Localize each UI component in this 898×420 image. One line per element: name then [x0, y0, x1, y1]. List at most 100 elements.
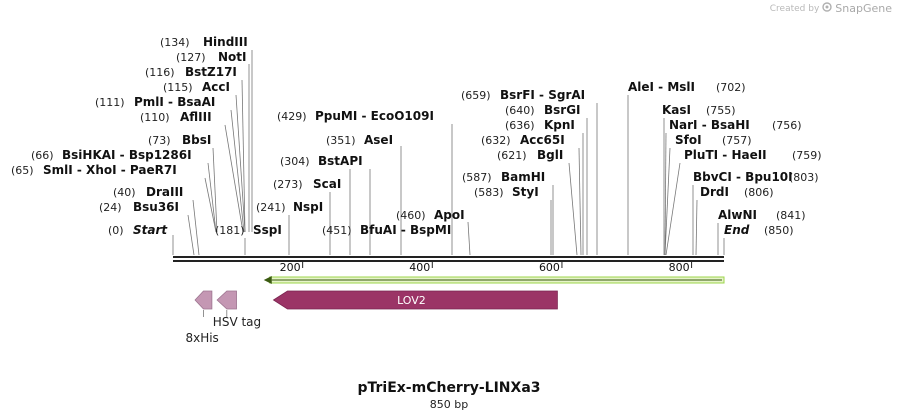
site-name: KpnI — [544, 118, 575, 132]
site-line — [224, 124, 244, 233]
feature-hsv-tag[interactable]: HSV tag — [213, 290, 261, 329]
restriction-site[interactable]: (803)BbvCI - Bpu10I — [693, 170, 819, 184]
site-name: AflIII — [180, 110, 212, 124]
restriction-site[interactable]: (181) SspI — [215, 223, 282, 237]
site-position: (429) — [277, 110, 307, 123]
restriction-site[interactable]: (111) PmlI - BsaAI — [95, 95, 215, 109]
site-name: BstZ17I — [185, 65, 237, 79]
site-line — [204, 177, 217, 233]
site-name: Bsu36I — [133, 200, 179, 214]
restriction-site[interactable]: (841)AlwNI — [718, 208, 806, 222]
site-name: PluTI - HaeII — [684, 148, 767, 162]
feature-label: 8xHis — [185, 331, 218, 345]
site-line — [664, 132, 667, 256]
restriction-site[interactable]: (273)ScaI — [273, 177, 341, 191]
tick-label: 200 — [280, 261, 301, 274]
site-name: BbsI — [182, 133, 211, 147]
site-position: (181) — [215, 224, 245, 237]
restriction-site[interactable]: (304)BstAPI — [280, 154, 363, 168]
site-name: HindIII — [203, 35, 248, 49]
restriction-site[interactable]: (702)AleI - MslI — [628, 80, 746, 94]
restriction-site[interactable]: (632)Acc65I — [481, 133, 565, 147]
feature-lov2[interactable]: LOV2 — [272, 290, 558, 310]
site-position: (304) — [280, 155, 310, 168]
orf-track — [263, 276, 725, 284]
restriction-site[interactable]: (583)StyI — [474, 185, 539, 199]
restriction-site[interactable]: (73)BbsI — [148, 133, 211, 147]
site-position: (621) — [497, 149, 527, 162]
site-name: AseI — [364, 133, 393, 147]
restriction-site[interactable]: (621) BglI — [497, 148, 563, 162]
site-name: BsiHKAI - Bsp1286I — [62, 148, 192, 162]
site-position: (241) — [256, 201, 286, 214]
restriction-site[interactable]: (850)End — [724, 223, 794, 237]
site-line — [187, 214, 195, 256]
site-line — [212, 147, 218, 233]
restriction-site[interactable]: (659)BsrFI - SgrAI — [461, 88, 585, 102]
restriction-site[interactable]: (24)Bsu36I — [99, 200, 179, 214]
restriction-site[interactable]: (66)BsiHKAI - Bsp1286I — [31, 148, 192, 162]
feature-arrow — [194, 290, 213, 310]
restriction-site[interactable]: (115)AccI — [163, 80, 230, 94]
restriction-site[interactable]: (429)PpuMI - EcoO109I — [277, 109, 434, 123]
site-position: (460) — [396, 209, 426, 222]
restriction-site[interactable]: (806)DrdI — [700, 185, 774, 199]
restriction-site[interactable]: (640)BsrGI — [505, 103, 581, 117]
site-line — [665, 162, 681, 256]
restriction-site[interactable]: (65) SmlI - XhoI - PaeR7I — [11, 163, 177, 177]
site-name: KasI — [662, 103, 691, 117]
site-position: (134) — [160, 36, 190, 49]
restriction-site[interactable]: (127)NotI — [176, 50, 247, 64]
restriction-site[interactable]: (460)ApoI — [396, 208, 465, 222]
site-position: (756) — [772, 119, 802, 132]
restriction-site[interactable]: (757)SfoI — [675, 133, 752, 147]
site-name: BamHI — [501, 170, 545, 184]
site-position: (632) — [481, 134, 511, 147]
restriction-site[interactable]: (756)NarI - BsaHI — [669, 118, 802, 132]
site-name: Start — [133, 223, 168, 237]
site-name: SspI — [253, 223, 282, 237]
site-position: (111) — [95, 96, 125, 109]
site-name: PmlI - BsaAI — [134, 95, 215, 109]
site-position: (65) — [11, 164, 34, 177]
restriction-site[interactable]: (241)NspI — [256, 200, 323, 214]
feature-arrow — [216, 290, 237, 310]
site-position: (702) — [716, 81, 746, 94]
restriction-site[interactable]: (110)AflIII — [140, 110, 212, 124]
site-position: (40) — [113, 186, 136, 199]
feature-8xhis[interactable]: 8xHis — [185, 290, 219, 345]
restriction-site[interactable]: (116) BstZ17I — [145, 65, 237, 79]
site-position: (640) — [505, 104, 535, 117]
restriction-site[interactable]: (636) KpnI — [505, 118, 575, 132]
restriction-site[interactable]: (0) Start — [108, 223, 168, 237]
plasmid-title: pTriEx-mCherry-LINXa3 — [357, 380, 541, 396]
tick-label: 800 — [669, 261, 690, 274]
restriction-site[interactable]: (755)KasI — [662, 103, 736, 117]
site-position: (0) — [108, 224, 124, 237]
snapgene-logo-icon — [822, 2, 832, 15]
site-position: (636) — [505, 119, 535, 132]
snapgene-credit: Created by SnapGene — [770, 2, 892, 15]
site-position: (757) — [722, 134, 752, 147]
site-name: BfuAI - BspMI — [360, 223, 451, 237]
feature-track: LOV2 HSV tag 8xHis — [185, 290, 558, 345]
credit-brand: SnapGene — [835, 2, 892, 15]
restriction-site[interactable]: (40) DraIII — [113, 185, 183, 199]
site-name: SmlI - XhoI - PaeR7I — [43, 163, 177, 177]
feature-arrow — [272, 290, 558, 310]
site-position: (116) — [145, 66, 175, 79]
restriction-site[interactable]: (759) PluTI - HaeII — [684, 148, 822, 162]
site-position: (759) — [792, 149, 822, 162]
site-name: End — [724, 223, 750, 237]
site-line — [235, 94, 246, 233]
restriction-site[interactable]: (587)BamHI — [462, 170, 545, 184]
site-position: (803) — [789, 171, 819, 184]
credit-created-by: Created by — [769, 3, 820, 14]
site-name: BglI — [537, 148, 563, 162]
site-name: DrdI — [700, 185, 729, 199]
restriction-site[interactable]: (451)BfuAI - BspMI — [322, 223, 451, 237]
site-name: DraIII — [146, 185, 183, 199]
restriction-site[interactable]: (134) HindIII — [160, 35, 248, 49]
restriction-site[interactable]: (351)AseI — [326, 133, 393, 147]
